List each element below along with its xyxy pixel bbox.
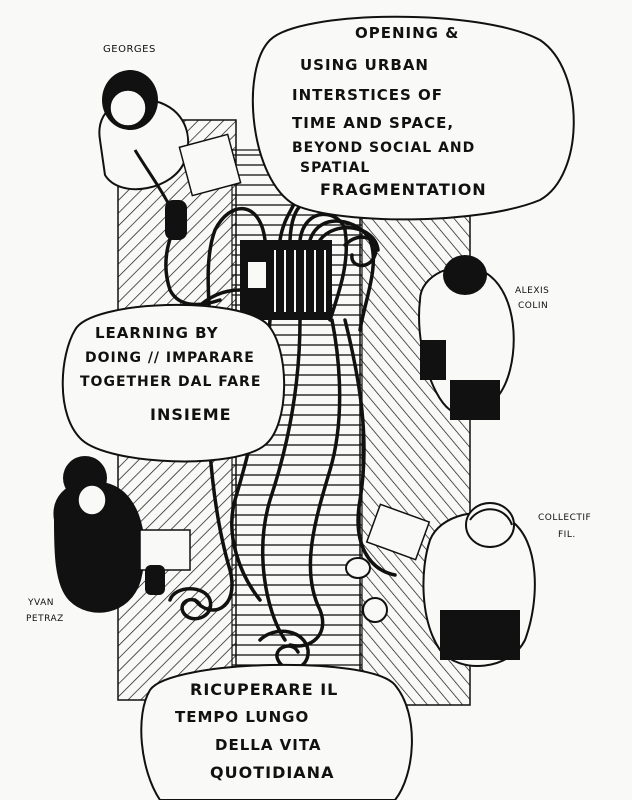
label-alexis: ALEXIS: [515, 286, 549, 296]
bubble-learning: [61, 303, 286, 463]
ricuperare-line-3: DELLA VITA: [215, 736, 322, 754]
opening-line-3: INTERSTICES OF: [292, 86, 443, 104]
opening-line-1: OPENING &: [355, 24, 459, 42]
learning-line-4: INSIEME: [150, 405, 232, 424]
bubble-learning-text: LEARNING BY DOING // IMPARARE TOGETHER D…: [80, 324, 261, 424]
label-fil: FIL.: [558, 530, 576, 540]
label-yvan: YVAN: [27, 598, 54, 608]
mixer-device: [240, 240, 332, 320]
opening-line-2: USING URBAN: [300, 56, 429, 74]
learning-line-1: LEARNING BY: [95, 324, 219, 342]
ricuperare-line-2: TEMPO LUNGO: [175, 708, 309, 726]
person-collectif-fil: [345, 502, 536, 667]
label-georges: GEORGES: [103, 44, 156, 55]
person-georges: [98, 70, 242, 240]
name-labels: GEORGES ALEXIS COLIN COLLECTIF FIL. YVAN…: [26, 44, 591, 624]
person-yvan-petraz: [53, 456, 191, 613]
bubble-opening: [251, 15, 575, 221]
label-collectif: COLLECTIF: [538, 513, 591, 523]
learning-line-2: DOING // IMPARARE: [85, 350, 255, 366]
opening-line-6: SPATIAL: [300, 160, 370, 176]
label-colin: COLIN: [518, 301, 548, 311]
bubble-ricuperare: [140, 663, 413, 800]
ricuperare-line-1: RICUPERARE IL: [190, 680, 338, 699]
opening-line-5: BEYOND SOCIAL AND: [292, 140, 475, 156]
learning-line-3: TOGETHER DAL FARE: [80, 374, 261, 390]
ricuperare-line-4: QUOTIDIANA: [210, 763, 334, 782]
opening-line-7: FRAGMENTATION: [320, 180, 487, 199]
label-petraz: PETRAZ: [26, 614, 64, 624]
person-alexis-colin: [418, 255, 515, 420]
bubble-opening-text: OPENING & USING URBAN INTERSTICES OF TIM…: [292, 24, 487, 199]
opening-line-4: TIME AND SPACE,: [292, 114, 454, 132]
bubble-ricuperare-text: RICUPERARE IL TEMPO LUNGO DELLA VITA QUO…: [175, 680, 338, 782]
